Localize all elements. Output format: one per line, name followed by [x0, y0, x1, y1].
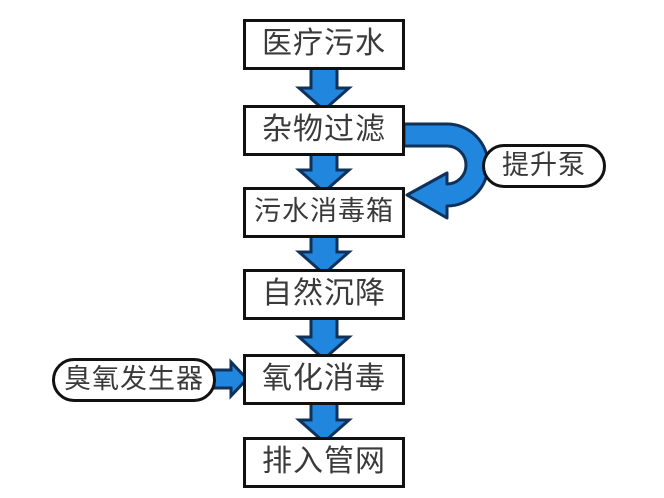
node-label: 氧化消毒 — [262, 360, 386, 396]
node-label: 排入管网 — [262, 443, 386, 479]
node-label: 医疗污水 — [262, 25, 386, 61]
node-label: 杂物过滤 — [262, 111, 386, 147]
node-lift-pump[interactable]: 提升泵 — [482, 144, 606, 188]
node-label: 污水消毒箱 — [254, 196, 394, 227]
node-label: 自然沉降 — [262, 275, 386, 311]
arrow-u-turn-pump — [402, 122, 490, 220]
node-natural-sedimentation[interactable]: 自然沉降 — [243, 269, 405, 320]
node-oxidation-disinfection[interactable]: 氧化消毒 — [243, 354, 405, 405]
node-wastewater-disinfection-tank[interactable]: 污水消毒箱 — [243, 187, 405, 238]
node-label: 提升泵 — [502, 149, 586, 181]
node-ozone-generator[interactable]: 臭氧发生器 — [52, 358, 216, 402]
arrow-down-4 — [295, 316, 353, 361]
arrow-down-1 — [295, 66, 353, 112]
node-label: 臭氧发生器 — [64, 363, 204, 395]
node-discharge-to-pipe-network[interactable]: 排入管网 — [243, 437, 405, 488]
node-medical-wastewater[interactable]: 医疗污水 — [243, 19, 405, 70]
node-debris-filtration[interactable]: 杂物过滤 — [243, 105, 405, 156]
